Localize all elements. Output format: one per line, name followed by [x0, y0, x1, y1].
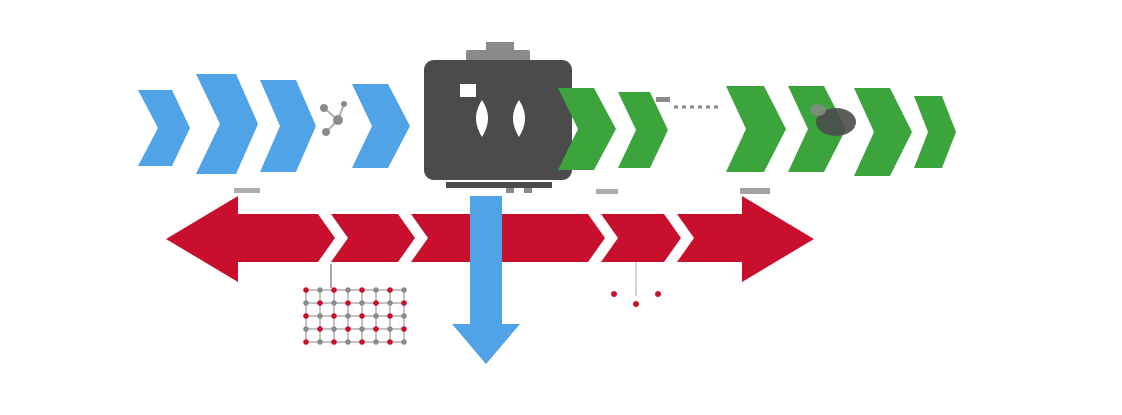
chevron-arrow-icon	[352, 84, 410, 168]
furnace-foot	[506, 188, 514, 193]
lattice-atom	[317, 287, 323, 293]
lattice-atom	[401, 339, 407, 345]
arrow-notch	[318, 214, 348, 262]
down-arrow-shaft	[470, 196, 502, 324]
furnace-foot	[524, 188, 532, 193]
arrow-head-left	[166, 196, 238, 282]
sample-blob-icon	[810, 104, 856, 136]
atom-dot	[320, 104, 328, 112]
lattice-atom	[331, 339, 337, 345]
chevron-arrow-icon	[726, 86, 786, 172]
arrow-notch	[398, 214, 428, 262]
chevron-arrow-icon	[196, 74, 258, 174]
lattice-atom	[345, 300, 351, 306]
lattice-atom	[387, 339, 393, 345]
blue-down-arrow	[452, 196, 520, 364]
arrow-head-right	[742, 196, 814, 282]
tiny-label-mark	[740, 188, 770, 194]
furnace-icon	[424, 42, 572, 193]
lattice-atom	[303, 313, 309, 319]
tiny-label-mark	[596, 189, 618, 194]
lattice-atom	[345, 287, 351, 293]
ion-dot	[611, 291, 617, 297]
lattice-atom	[331, 287, 337, 293]
arrow-notch	[588, 214, 618, 262]
molecule-icon	[320, 101, 347, 136]
furnace-chimney	[486, 42, 514, 50]
lattice-atom	[317, 339, 323, 345]
lattice-atom	[317, 326, 323, 332]
lattice-atom	[387, 326, 393, 332]
lattice-atom	[401, 326, 407, 332]
lattice-atom	[401, 300, 407, 306]
lattice-atom	[331, 313, 337, 319]
atom-dot	[333, 115, 343, 125]
lattice-atom	[345, 313, 351, 319]
lattice-atom	[345, 326, 351, 332]
lattice-atom	[331, 300, 337, 306]
lattice-atom	[359, 339, 365, 345]
lattice-atom	[345, 339, 351, 345]
lattice-atom	[359, 313, 365, 319]
lattice-atom	[373, 287, 379, 293]
chevron-arrow-icon	[558, 88, 616, 170]
green-arrow-sequence	[558, 86, 956, 176]
crystal-lattice	[303, 287, 407, 345]
tiny-label-mark	[234, 188, 260, 193]
droplet-icon	[475, 100, 489, 137]
lattice-atom	[373, 339, 379, 345]
lattice-atom	[387, 287, 393, 293]
arrow-notch	[664, 214, 694, 262]
furnace-body	[424, 60, 572, 180]
lattice-atom	[359, 300, 365, 306]
lattice-atom	[303, 287, 309, 293]
lattice-atom	[359, 287, 365, 293]
atom-dot	[322, 128, 330, 136]
furnace-vent	[466, 50, 530, 62]
furnace-display	[460, 84, 476, 97]
dash-icon	[656, 97, 670, 102]
atom-dot	[341, 101, 347, 107]
lattice-atom	[303, 300, 309, 306]
lattice-atom	[387, 300, 393, 306]
lattice-atom	[303, 326, 309, 332]
lattice-atom	[373, 300, 379, 306]
lattice-atom	[401, 313, 407, 319]
ion-dot	[655, 291, 661, 297]
lattice-atom	[373, 326, 379, 332]
blue-arrow-sequence	[138, 74, 410, 174]
chevron-arrow-icon	[854, 88, 912, 176]
droplet-icon	[512, 100, 526, 137]
chevron-arrow-icon	[618, 92, 668, 168]
lattice-atom	[317, 313, 323, 319]
chevron-arrow-icon	[260, 80, 316, 172]
lattice-atom	[331, 326, 337, 332]
lattice-atom	[387, 313, 393, 319]
lattice-atom	[359, 326, 365, 332]
down-arrow-head	[452, 324, 520, 364]
lattice-atom	[373, 313, 379, 319]
lattice-atom	[401, 287, 407, 293]
lattice-atom	[303, 339, 309, 345]
ion-dot	[633, 301, 639, 307]
chevron-arrow-icon	[788, 86, 846, 172]
lattice-atom	[317, 300, 323, 306]
furnace-base	[446, 182, 552, 188]
red-ion-dots	[611, 262, 661, 307]
chevron-arrow-icon	[914, 96, 956, 168]
chevron-arrow-icon	[138, 90, 190, 166]
